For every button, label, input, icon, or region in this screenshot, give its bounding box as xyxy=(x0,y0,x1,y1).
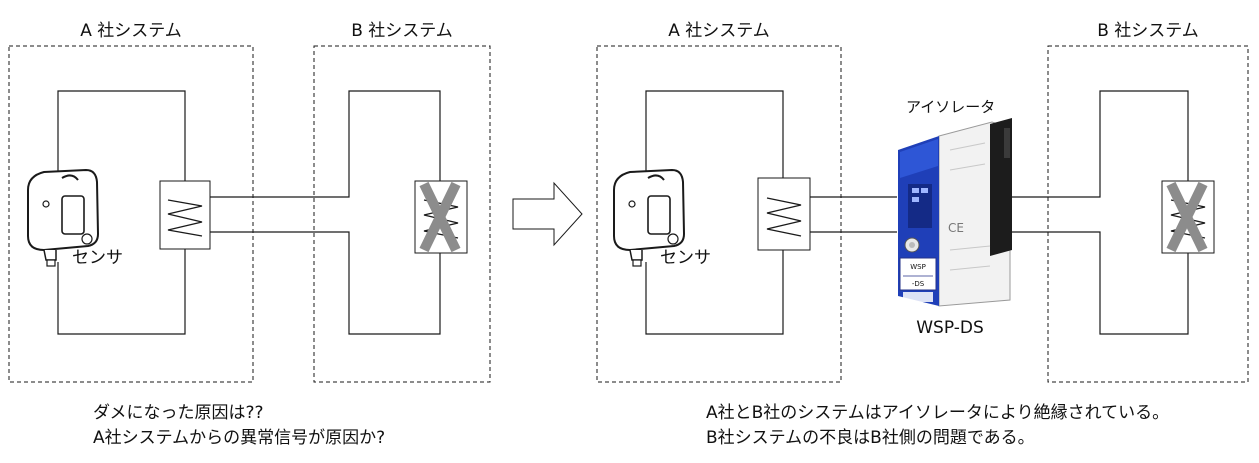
before-scenario: A 社システム B 社システム センサ xyxy=(8,21,491,383)
wire-a-bottom-after xyxy=(645,250,784,335)
sensor-label-before: センサ xyxy=(72,248,123,268)
after-caption-line-1: A社とB社のシステムはアイソレータにより絶縁されている。 xyxy=(706,403,1170,423)
resistor-symbol-a-before xyxy=(167,199,203,237)
before-caption-line-2: A社システムからの異常信号が原因か? xyxy=(93,428,386,448)
signal-wire-top-before xyxy=(210,90,441,198)
after-scenario: A 社システム B 社システム セ xyxy=(596,21,1249,383)
system-b-label-after: B 社システム xyxy=(1097,21,1199,41)
isolator-model-label: WSP-DS xyxy=(916,318,984,338)
isolator-device: CE xyxy=(898,118,1012,307)
failure-x-icon xyxy=(419,181,461,253)
sensor-label-after: センサ xyxy=(660,248,711,268)
wire-isolator-to-b-top xyxy=(1008,90,1189,198)
sensor-icon xyxy=(613,168,686,267)
system-b-boundary-after xyxy=(1047,45,1249,383)
resistor-symbol-a-after xyxy=(766,197,802,237)
after-caption: A社とB社のシステムはアイソレータにより絶縁されている。 B社システムの不良はB… xyxy=(706,401,1169,451)
isolator-plate-text-1: WSP xyxy=(910,263,926,271)
resistor-box-a-after xyxy=(757,177,811,251)
failure-x-icon xyxy=(1166,181,1208,253)
resistor-box-a-before xyxy=(159,180,211,250)
transition-arrow-icon xyxy=(512,181,583,247)
wire-a-top-after xyxy=(645,90,784,178)
isolator-label: アイソレータ xyxy=(906,98,995,116)
after-caption-line-2: B社システムの不良はB社側の問題である。 xyxy=(706,428,1035,448)
wire-a-bottom-before xyxy=(57,249,186,335)
before-caption-line-1: ダメになった原因は?? xyxy=(93,403,264,423)
svg-text:CE: CE xyxy=(948,221,964,235)
system-a-boundary-before xyxy=(8,45,254,383)
system-b-label-before: B 社システム xyxy=(351,21,453,41)
system-a-label-before: A 社システム xyxy=(80,21,182,41)
signal-wire-bottom-before xyxy=(210,231,441,335)
wire-isolator-to-b-bottom xyxy=(1008,231,1189,335)
wire-a-top-before xyxy=(57,90,186,181)
before-caption: ダメになった原因は?? A社システムからの異常信号が原因か? xyxy=(93,401,385,451)
system-b-boundary-before xyxy=(313,45,491,383)
system-a-label-after: A 社システム xyxy=(668,21,770,41)
sensor-icon xyxy=(27,168,100,267)
system-a-boundary-after xyxy=(596,45,842,383)
isolator-plate-text-2: -DS xyxy=(912,280,925,288)
